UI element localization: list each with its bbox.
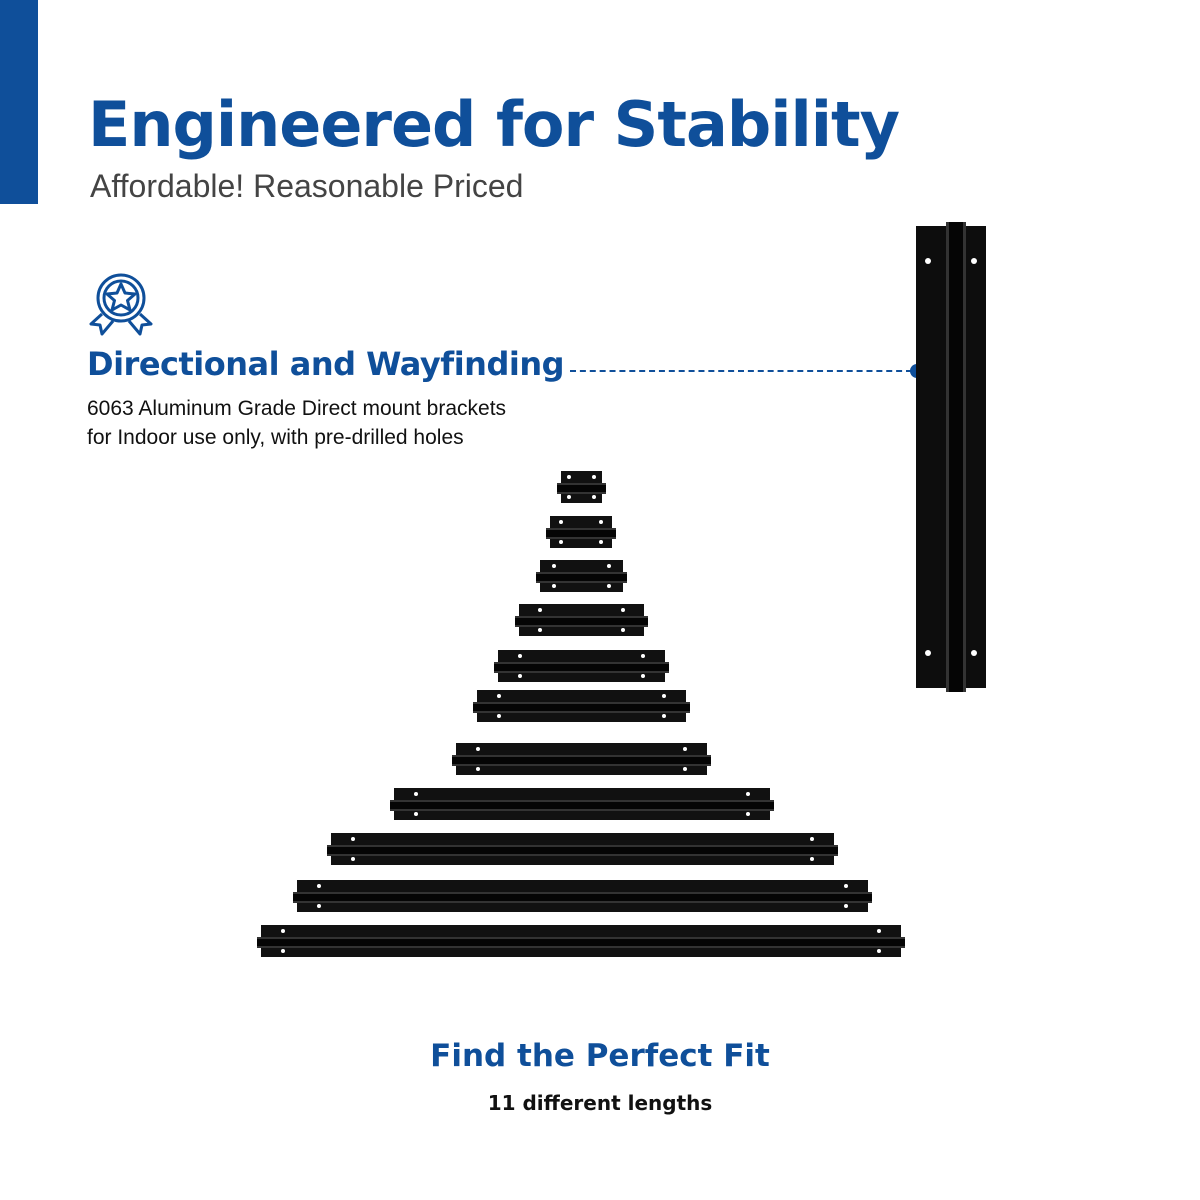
callout-dashed-line bbox=[570, 370, 912, 372]
bracket-image bbox=[494, 650, 669, 682]
bracket-image bbox=[546, 516, 616, 548]
bracket-groove bbox=[473, 702, 690, 713]
bracket-hole bbox=[281, 949, 285, 953]
bracket-hole bbox=[559, 540, 564, 544]
bracket-hole bbox=[518, 674, 522, 678]
bracket-hole bbox=[559, 520, 564, 524]
bracket-hole bbox=[497, 714, 501, 718]
bracket-image bbox=[257, 925, 905, 957]
bracket-groove bbox=[494, 662, 669, 673]
fit-title: Find the Perfect Fit bbox=[430, 1038, 770, 1074]
bracket-groove bbox=[515, 616, 648, 627]
bracket-hole bbox=[414, 792, 418, 796]
bracket-hole bbox=[877, 949, 881, 953]
bracket-hole bbox=[317, 904, 321, 908]
feature-description-line: 6063 Aluminum Grade Direct mount bracket… bbox=[87, 397, 507, 420]
bracket-hole bbox=[746, 792, 750, 796]
bracket-hole bbox=[518, 654, 522, 658]
bracket-hole bbox=[537, 628, 542, 632]
bracket-image bbox=[557, 471, 606, 503]
bracket-hole bbox=[641, 674, 645, 678]
page-title: Engineered for Stability bbox=[88, 88, 900, 161]
bracket-hole bbox=[621, 628, 626, 632]
bracket-hole bbox=[844, 884, 848, 888]
bracket-image bbox=[515, 604, 648, 636]
bracket-hole bbox=[351, 857, 355, 861]
accent-bar bbox=[0, 0, 38, 204]
bracket-image bbox=[452, 743, 711, 775]
bracket-image bbox=[293, 880, 872, 912]
bracket-hole bbox=[971, 650, 977, 656]
fit-subtitle: 11 different lengths bbox=[487, 1091, 713, 1115]
bracket-hole bbox=[810, 837, 814, 841]
bracket-hole bbox=[683, 767, 687, 771]
bracket-hole bbox=[746, 812, 750, 816]
bracket-groove bbox=[452, 755, 711, 766]
bracket-hole bbox=[497, 694, 501, 698]
bracket-hole bbox=[476, 767, 480, 771]
feature-title: Directional and Wayfinding bbox=[87, 345, 565, 383]
bracket-hole bbox=[971, 258, 977, 264]
bracket-groove bbox=[293, 892, 872, 903]
bracket-hole bbox=[662, 694, 666, 698]
bracket-groove bbox=[546, 528, 616, 539]
bracket-groove bbox=[257, 937, 905, 948]
bracket-hole bbox=[641, 654, 645, 658]
bracket-hole bbox=[683, 747, 687, 751]
bracket-hole bbox=[598, 540, 603, 544]
bracket-groove bbox=[390, 800, 774, 811]
page-subtitle: Affordable! Reasonable Priced bbox=[90, 168, 524, 204]
bracket-hole bbox=[621, 608, 626, 612]
bracket-hole bbox=[567, 495, 572, 499]
bracket-hole bbox=[591, 475, 596, 479]
bracket-hole bbox=[552, 584, 557, 588]
bracket-hole bbox=[414, 812, 418, 816]
bracket-hole bbox=[810, 857, 814, 861]
bracket-hole bbox=[844, 904, 848, 908]
bracket-hole bbox=[552, 564, 557, 568]
bracket-channel bbox=[946, 222, 966, 692]
bracket-groove bbox=[327, 845, 838, 856]
bracket-hole bbox=[606, 564, 611, 568]
bracket-hole bbox=[662, 714, 666, 718]
bracket-image bbox=[473, 690, 690, 722]
bracket-groove bbox=[536, 572, 627, 583]
bracket-hole bbox=[476, 747, 480, 751]
feature-description: 6063 Aluminum Grade Direct mount bracket… bbox=[87, 394, 506, 452]
feature-description-line: for Indoor use only, with pre-drilled ho… bbox=[87, 426, 464, 449]
award-ribbon-star-icon bbox=[89, 273, 153, 336]
bracket-hole bbox=[591, 495, 596, 499]
bracket-hole bbox=[598, 520, 603, 524]
bracket-hole bbox=[877, 929, 881, 933]
bracket-hole bbox=[351, 837, 355, 841]
bracket-image bbox=[327, 833, 838, 865]
bracket-groove bbox=[557, 483, 606, 494]
bracket-hole bbox=[567, 475, 572, 479]
bracket-hole bbox=[606, 584, 611, 588]
bracket-hole bbox=[537, 608, 542, 612]
vertical-bracket-image bbox=[916, 222, 986, 692]
bracket-hole bbox=[281, 929, 285, 933]
bracket-hole bbox=[925, 650, 931, 656]
bracket-hole bbox=[925, 258, 931, 264]
bracket-image bbox=[536, 560, 627, 592]
bracket-image bbox=[390, 788, 774, 820]
bracket-hole bbox=[317, 884, 321, 888]
